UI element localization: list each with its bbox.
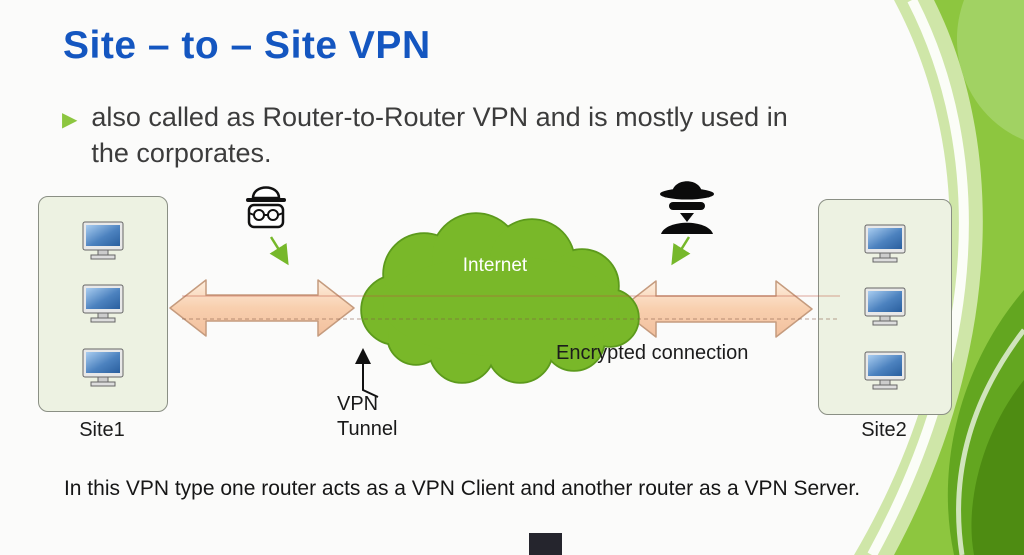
vpn-tunnel-label-line2: Tunnel [337,418,398,440]
decorative-swoosh [854,0,1024,555]
site1-label: Site1 [79,419,125,441]
spy-filled-icon [660,181,714,234]
bullet-text: also called as Router-to-Router VPN and … [91,102,788,168]
right-attacker-arrow [671,236,691,266]
computer-icon [82,221,124,259]
page-title: Site – to – Site VPN [63,24,431,67]
site1-box [38,196,168,412]
site2-label: Site2 [861,419,907,441]
bullet-item: ▶ also called as Router-to-Router VPN an… [62,100,811,171]
left-attacker-arrow [269,236,289,266]
site2-box [818,199,952,415]
footer-note: In this VPN type one router acts as a VP… [63,477,861,500]
internet-cloud [360,212,640,384]
encrypted-connection-label: Encrypted connection [556,342,749,364]
computer-icon [864,224,906,262]
computer-icon [82,348,124,386]
vpn-tunnel-label: VPN Tunnel [337,392,397,442]
computer-icon [864,351,906,389]
vpn-tunnel-label-line1: VPN [337,393,379,415]
bottom-center-marker [529,533,562,555]
internet-label: Internet [462,255,528,276]
computer-icon [82,284,124,323]
left-double-arrow [169,279,355,337]
spy-outline-icon [246,186,286,229]
computer-icon [864,287,906,326]
bullet-triangle-icon: ▶ [62,109,78,131]
